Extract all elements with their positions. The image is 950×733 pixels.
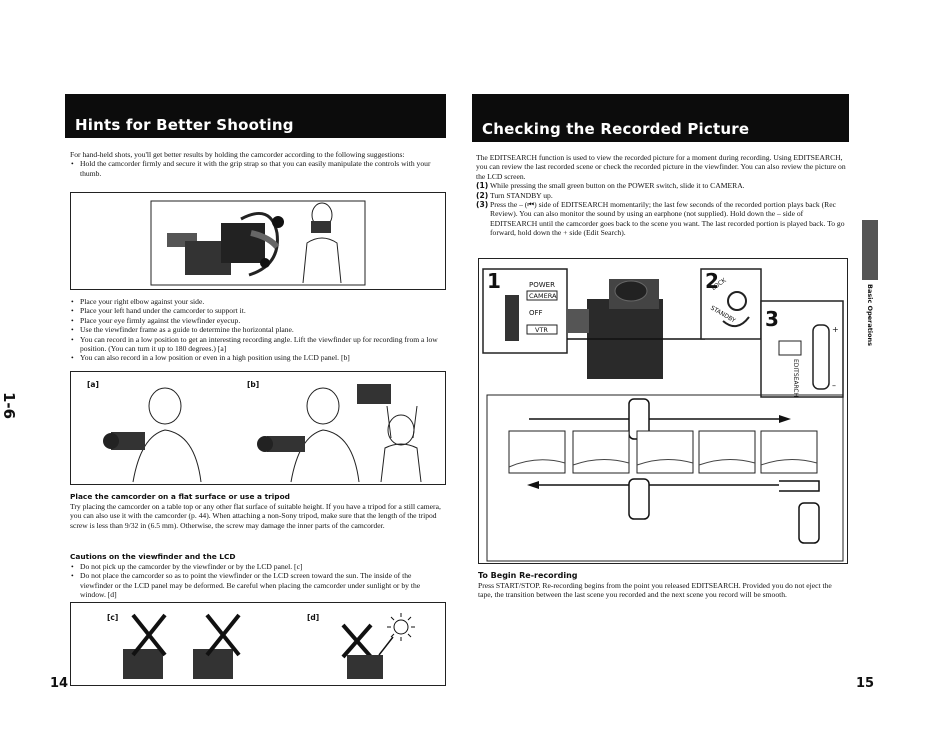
step-2-label: 2 xyxy=(705,269,719,293)
step-1-label: 1 xyxy=(487,269,501,293)
holding-figure-box xyxy=(70,192,446,290)
list-item: Place your right elbow against your side… xyxy=(70,297,442,307)
step-2: (2) Turn STANDBY up. xyxy=(476,191,846,200)
list-item: You can also record in a low position or… xyxy=(70,353,442,363)
side-tab-label: Basic Operations xyxy=(866,284,874,347)
right-intro-block: The EDITSEARCH function is used to view … xyxy=(476,153,846,238)
figure-label-d: [d] xyxy=(307,613,320,622)
off-label: OFF xyxy=(529,309,543,317)
figure-label-c: [c] xyxy=(107,613,119,622)
step-number: (1) xyxy=(476,181,489,191)
cautions-list: Do not pick up the camcorder by the view… xyxy=(70,562,444,600)
step-number: (3) xyxy=(476,200,489,210)
right-intro-text: The EDITSEARCH function is used to view … xyxy=(476,153,846,181)
editsearch-illustration xyxy=(482,268,844,562)
step-number: (2) xyxy=(476,190,489,200)
left-intro-bullets: Hold the camcorder firmly and secure it … xyxy=(70,159,442,178)
left-intro-text: For hand-held shots, you'll get better r… xyxy=(70,150,405,159)
left-bullets: Place your right elbow against your side… xyxy=(70,297,442,363)
editsearch-minus-label: – xyxy=(832,381,836,390)
tripod-heading: Place the camcorder on a flat surface or… xyxy=(70,492,290,501)
right-section-title: Checking the Recorded Picture xyxy=(482,120,750,138)
list-item: Place your left hand under the camcorder… xyxy=(70,306,442,316)
cautions-block: Do not pick up the camcorder by the view… xyxy=(70,562,444,600)
power-label: POWER xyxy=(529,281,555,289)
left-margin-label: 1-6 xyxy=(0,392,18,420)
caution-illustration xyxy=(123,613,415,679)
left-section-banner: Hints for Better Shooting xyxy=(65,94,446,138)
low-angle-illustration xyxy=(103,384,422,483)
step-text: While pressing the small green button on… xyxy=(490,181,745,191)
right-section-banner: Checking the Recorded Picture xyxy=(472,94,849,142)
step-3-label: 3 xyxy=(765,307,779,331)
caution-figure-box: [c] [d] xyxy=(70,602,446,686)
right-page-number: 15 xyxy=(856,676,875,691)
left-page-number: 14 xyxy=(50,676,69,691)
holding-illustration xyxy=(150,200,366,286)
begin-rerecording-text: Press START/STOP. Re-recording begins fr… xyxy=(478,581,832,600)
figure-label-b: [b] xyxy=(247,380,260,389)
list-item: Hold the camcorder firmly and secure it … xyxy=(70,159,442,178)
editsearch-plus-label: + xyxy=(832,325,839,334)
tripod-text: Try placing the camcorder on a table top… xyxy=(70,502,441,530)
list-item: You can record in a low position to get … xyxy=(70,335,442,354)
side-tab-marker xyxy=(862,220,878,280)
step-text: Press the – (⏮) side of EDITSEARCH momen… xyxy=(490,200,845,238)
low-angle-figure-box: [a] [b] xyxy=(70,371,446,485)
list-item: Do not pick up the camcorder by the view… xyxy=(70,562,444,572)
list-item: Use the viewfinder frame as a guide to d… xyxy=(70,325,442,335)
step-1: (1) While pressing the small green butto… xyxy=(476,181,846,190)
list-item: Place your eye firmly against the viewfi… xyxy=(70,316,442,326)
list-item: Do not place the camcorder so as to poin… xyxy=(70,571,444,599)
camera-label: CAMERA xyxy=(529,292,557,300)
begin-rerecording-heading: To Begin Re-recording xyxy=(478,571,578,580)
left-intro-block: For hand-held shots, you'll get better r… xyxy=(70,150,442,178)
figure-label-a: [a] xyxy=(87,380,99,389)
left-section-title: Hints for Better Shooting xyxy=(75,116,294,134)
vtr-label: VTR xyxy=(535,326,548,334)
cautions-heading: Cautions on the viewfinder and the LCD xyxy=(70,552,236,561)
editsearch-label: EDITSEARCH xyxy=(792,359,799,398)
step-3: (3) Press the – (⏮) side of EDITSEARCH m… xyxy=(476,200,846,238)
editsearch-diagram-box: 1 2 3 POWER CAMERA OFF VTR LOCK STANDBY … xyxy=(478,258,848,564)
step-text: Turn STANDBY up. xyxy=(490,190,553,200)
left-bullets-block: Place your right elbow against your side… xyxy=(70,297,442,363)
